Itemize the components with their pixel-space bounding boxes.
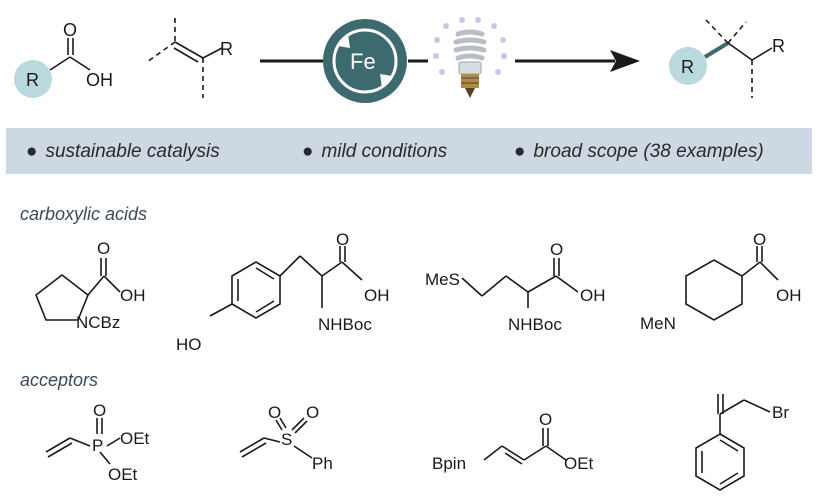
feature-label: mild conditions <box>321 141 448 162</box>
acid-oh-label: OH <box>580 286 606 305</box>
reaction-arrow <box>260 50 640 72</box>
acid-n-label: NCBz <box>76 313 120 332</box>
bullet-icon: ● <box>302 141 314 162</box>
acid-nhboc-label: NHBoc <box>508 315 562 334</box>
acid-methionine <box>461 258 579 308</box>
lightbulb-icon <box>433 17 507 98</box>
acid-piperidine <box>685 246 779 321</box>
label-mask <box>670 312 696 330</box>
acid-o-label: O <box>336 232 349 249</box>
acceptor-o-label: O <box>93 401 106 420</box>
cycle-arrows-icon <box>323 19 407 103</box>
acid-nhboc-label: NHBoc <box>318 315 372 334</box>
acid-structures: O OH NCBz O OH HO NHBoc O OH MeS NHBoc <box>35 232 802 354</box>
acceptor-oet-label: OEt <box>120 429 150 448</box>
acid-proline <box>35 258 121 321</box>
product-r2-label: R <box>772 36 785 56</box>
alkene-r-label: R <box>220 39 233 59</box>
acceptor-oet-label: OEt <box>108 465 138 484</box>
feature-item: ● sustainable catalysis <box>26 141 220 163</box>
acid-oh-label: OH <box>86 70 113 90</box>
acid-oh-label: OH <box>120 286 146 305</box>
acceptor-s-label: S <box>281 430 292 449</box>
features-banner <box>6 128 812 174</box>
carboxylic-acids-title: carboxylic acids <box>20 204 148 224</box>
acid-tyrosine <box>209 246 363 319</box>
acid-oh-label: OH <box>364 286 390 305</box>
acceptor-bpin-label: Bpin <box>432 454 466 473</box>
acid-men-label: MeN <box>640 314 676 333</box>
acceptor-ph-label: Ph <box>312 454 333 473</box>
reaction-scheme: R OH O R Fe <box>14 17 785 103</box>
acid-oh-label: OH <box>776 286 802 305</box>
acid-o-label: O <box>753 232 766 249</box>
acceptor-oet-label: OEt <box>564 454 594 473</box>
feature-label: broad scope (38 examples) <box>533 141 764 162</box>
acceptor-allylbromide <box>695 394 771 491</box>
r-group-circle <box>14 60 52 98</box>
acceptor-o-label: O <box>268 403 281 422</box>
acceptor-vinylsulfone <box>239 417 313 459</box>
acid-o-label: O <box>550 240 563 259</box>
acceptor-structures: O P OEt OEt O O S Ph O OEt Bpin <box>45 394 789 491</box>
product-r-circle <box>669 47 707 85</box>
fe-label: Fe <box>350 49 376 74</box>
acid-o-label: O <box>97 239 110 258</box>
acceptor-acrylate <box>483 428 567 465</box>
feature-label: sustainable catalysis <box>45 141 220 162</box>
acid-r-label: R <box>26 70 39 90</box>
acceptor-o-label: O <box>306 403 319 422</box>
bullet-icon: ● <box>26 141 38 162</box>
reactant-carboxylic-acid <box>14 38 91 98</box>
acid-o-label: O <box>63 20 77 40</box>
acceptor-br-label: Br <box>772 403 789 422</box>
acceptor-p-label: P <box>92 436 103 455</box>
bullet-icon: ● <box>514 141 526 162</box>
acceptors-title: acceptors <box>20 370 99 390</box>
acid-ho-label: HO <box>176 335 202 354</box>
reactant-alkene <box>146 18 223 98</box>
feature-item: ● mild conditions <box>302 141 447 163</box>
acid-mes-label: MeS <box>425 270 460 289</box>
acceptor-o-label: O <box>539 410 552 429</box>
feature-item: ● broad scope (38 examples) <box>514 141 764 163</box>
acceptor-vinylphosphonate <box>45 418 121 465</box>
product-r-label: R <box>681 57 694 77</box>
product <box>669 19 773 98</box>
